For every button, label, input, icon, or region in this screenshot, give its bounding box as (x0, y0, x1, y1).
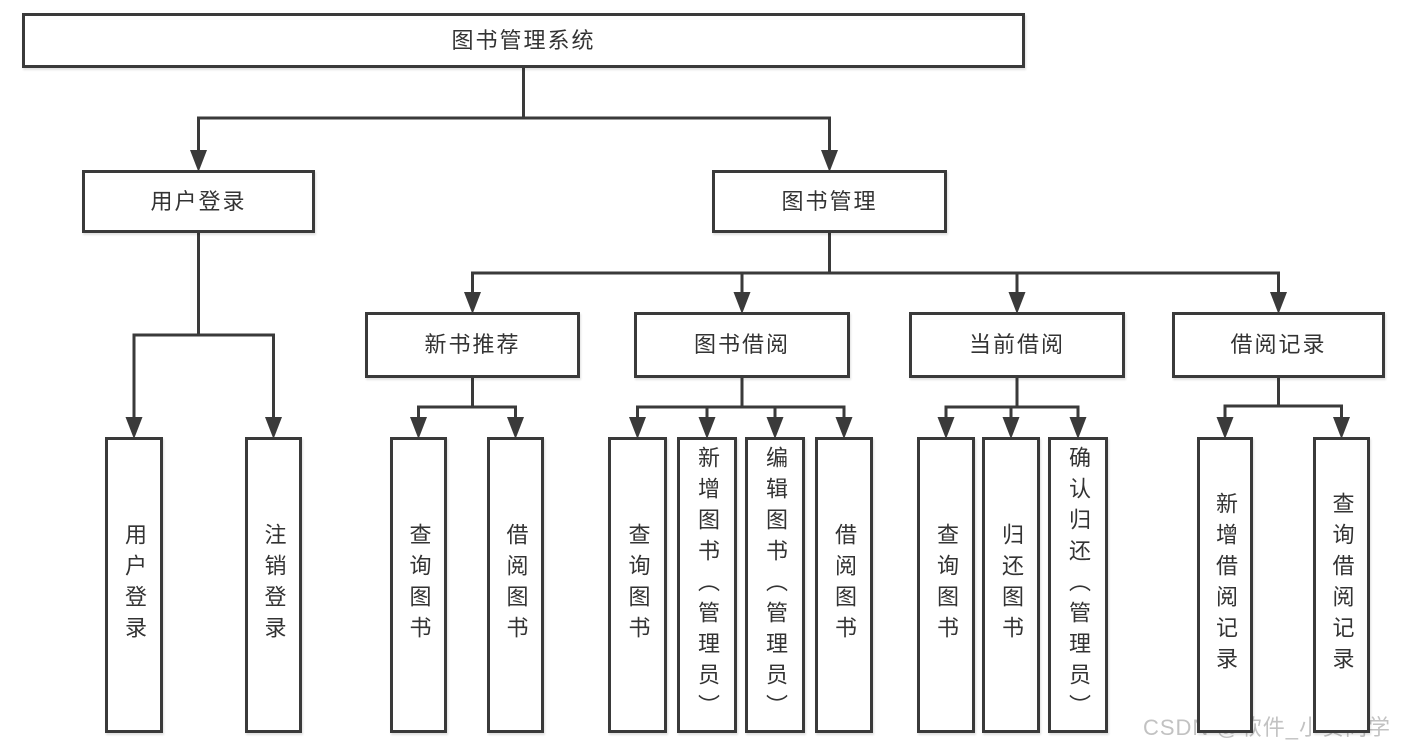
node-logout: 注销登录 (245, 437, 302, 733)
node-cb-return: 归还图书 (982, 437, 1040, 733)
node-label: 用户登录 (150, 188, 247, 214)
node-bb-edit: 编辑图书（管理员） (745, 437, 805, 733)
node-nb-query: 查询图书 (390, 437, 447, 733)
node-label: 新增借阅记录 (1213, 492, 1238, 678)
node-borrow-records: 借阅记录 (1172, 312, 1385, 378)
node-label: 用户登录 (122, 523, 147, 647)
node-label: 借阅图书 (503, 523, 529, 647)
node-label: 查询图书 (625, 523, 651, 647)
node-label: 图书管理系统 (451, 27, 596, 53)
node-book-mgmt: 图书管理 (712, 170, 947, 233)
node-new-book-rec: 新书推荐 (365, 312, 580, 378)
node-label: 图书管理 (781, 188, 878, 214)
node-user-login-group: 用户登录 (82, 170, 315, 233)
node-root: 图书管理系统 (22, 13, 1025, 68)
node-bb-borrow: 借阅图书 (815, 437, 873, 733)
node-label: 查询图书 (406, 523, 432, 647)
node-label: 新增图书（管理员） (695, 445, 720, 725)
node-bb-query: 查询图书 (608, 437, 667, 733)
node-label: 确认归还（管理员） (1066, 445, 1091, 725)
node-br-query: 查询借阅记录 (1313, 437, 1370, 733)
node-label: 编辑图书（管理员） (763, 445, 788, 725)
node-label: 查询图书 (934, 523, 959, 647)
node-bb-add: 新增图书（管理员） (677, 437, 737, 733)
node-book-borrow: 图书借阅 (634, 312, 850, 378)
node-label: 图书借阅 (693, 332, 790, 357)
node-label: 当前借阅 (968, 332, 1065, 357)
node-nb-borrow: 借阅图书 (487, 437, 544, 733)
node-cb-confirm: 确认归还（管理员） (1048, 437, 1108, 733)
node-br-add: 新增借阅记录 (1197, 437, 1253, 733)
node-user-login: 用户登录 (105, 437, 163, 733)
node-label: 借阅图书 (832, 523, 857, 647)
node-label: 注销登录 (261, 523, 287, 647)
node-label: 新书推荐 (424, 332, 521, 357)
node-cb-query: 查询图书 (917, 437, 975, 733)
node-label: 查询借阅记录 (1329, 492, 1355, 678)
node-label: 归还图书 (999, 523, 1024, 647)
node-label: 借阅记录 (1230, 332, 1327, 357)
node-current-borrow: 当前借阅 (909, 312, 1125, 378)
